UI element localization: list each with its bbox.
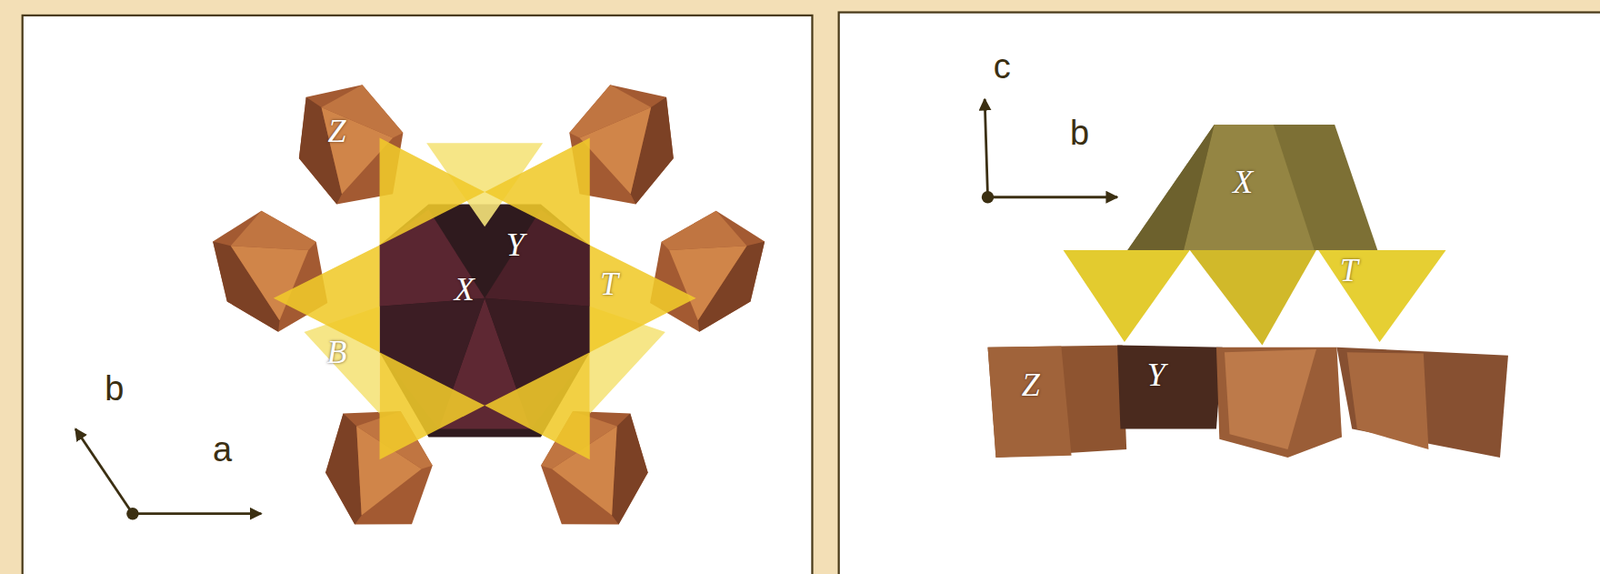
x-polyhedron	[1127, 124, 1378, 250]
site-label: X	[1232, 165, 1253, 199]
site-label: X	[454, 272, 475, 306]
site-label: T	[1340, 253, 1359, 287]
axis-label: b	[104, 370, 124, 406]
z-octahedra	[201, 84, 776, 536]
site-label: T	[600, 267, 619, 300]
z-y-octahedra	[988, 344, 1509, 457]
panel	[22, 15, 813, 574]
site-label: Y	[506, 228, 525, 261]
axis-label: c	[993, 49, 1011, 84]
t-tetrahedra	[273, 138, 697, 460]
axis-label: b	[1070, 115, 1090, 150]
site-label: Z	[1021, 368, 1040, 401]
site-label: Z	[327, 114, 346, 148]
axes	[981, 99, 1118, 203]
t-tetrahedra	[1063, 250, 1447, 345]
axes	[75, 429, 261, 520]
axis-label: a	[212, 431, 232, 467]
panel	[839, 12, 1600, 574]
site-label: B	[326, 335, 347, 369]
site-label: Y	[1147, 358, 1166, 391]
